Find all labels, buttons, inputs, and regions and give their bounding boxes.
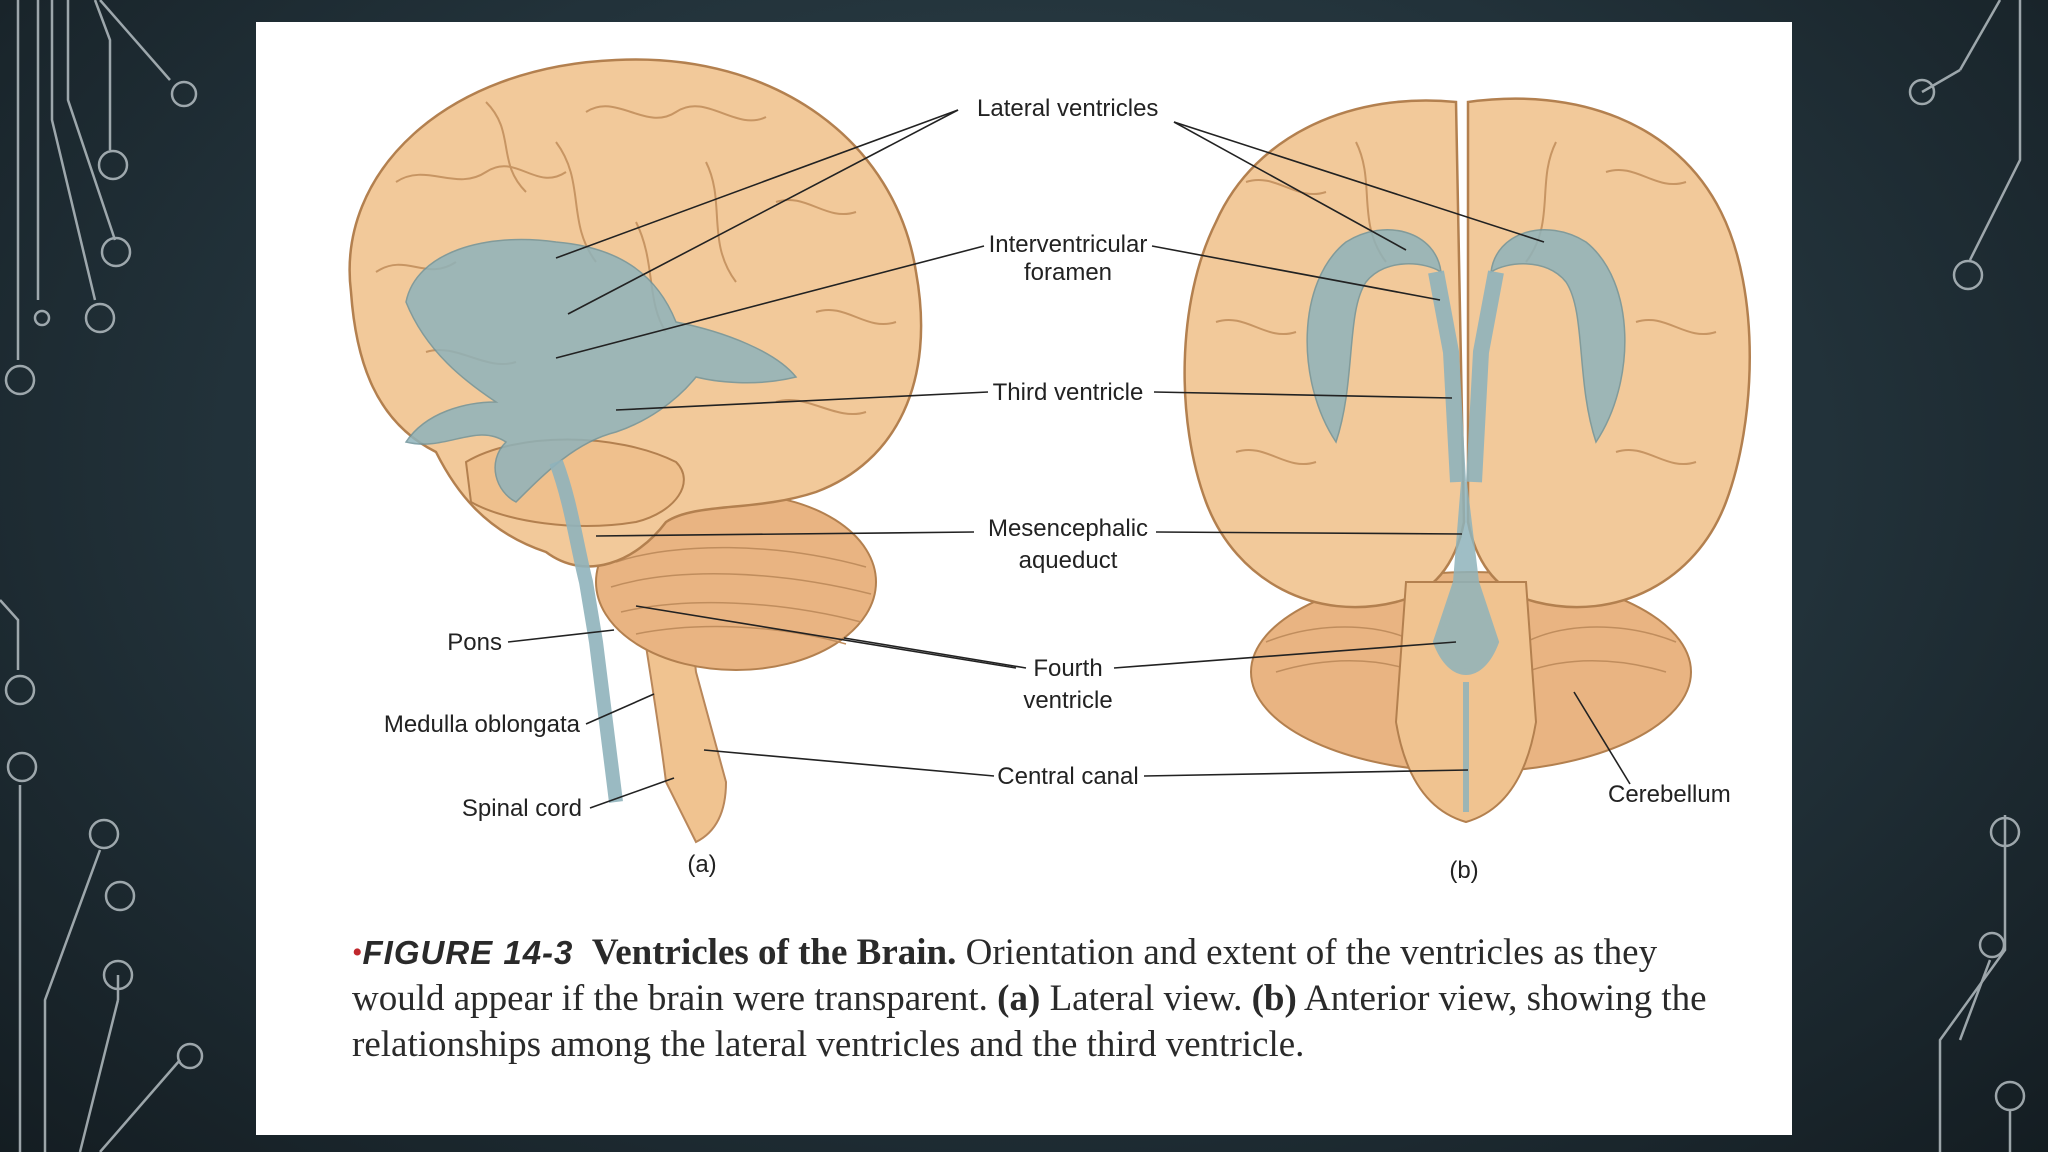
label-spinal-cord: Spinal cord bbox=[462, 795, 582, 822]
sublabel-a: (a) bbox=[687, 851, 716, 878]
label-cerebellum: Cerebellum bbox=[1608, 781, 1731, 808]
label-mesencephalic-aqueduct-line2: aqueduct bbox=[1019, 547, 1118, 574]
label-central-canal: Central canal bbox=[997, 763, 1138, 790]
caption-text-1: Orientation and extent of the ventricles… bbox=[352, 932, 1658, 1019]
label-mesencephalic-aqueduct-line1: Mesencephalic bbox=[988, 515, 1148, 542]
lateral-brain-illustration bbox=[348, 58, 923, 844]
brain-ventricles-diagram: Lateral ventricles Interventricular fora… bbox=[348, 58, 1751, 884]
label-third-ventricle: Third ventricle bbox=[993, 379, 1144, 406]
label-interventricular-foramen-line1: Interventricular bbox=[989, 231, 1148, 258]
label-medulla-oblongata: Medulla oblongata bbox=[384, 711, 581, 738]
label-interventricular-foramen-line2: foramen bbox=[1024, 259, 1112, 286]
figure-number: FIGURE 14-3 bbox=[362, 934, 574, 971]
label-fourth-ventricle-line1: Fourth bbox=[1033, 655, 1102, 682]
caption-bullet: • bbox=[352, 936, 363, 969]
sublabel-b: (b) bbox=[1449, 857, 1478, 884]
label-pons: Pons bbox=[447, 629, 502, 656]
caption-text-2: Lateral view. bbox=[1040, 978, 1252, 1019]
caption-text-3: Anterior view, showing the relationships… bbox=[352, 978, 1707, 1065]
label-fourth-ventricle-line2: ventricle bbox=[1023, 687, 1112, 714]
caption-part-b: (b) bbox=[1251, 978, 1297, 1019]
figure-panel: Lateral ventricles Interventricular fora… bbox=[256, 22, 1792, 1135]
caption-part-a: (a) bbox=[997, 978, 1041, 1019]
figure-title: Ventricles of the Brain. bbox=[591, 932, 957, 973]
leader-lines bbox=[507, 109, 1631, 809]
anterior-brain-illustration bbox=[1183, 97, 1751, 824]
label-lateral-ventricles: Lateral ventricles bbox=[977, 95, 1158, 122]
figure-caption: •FIGURE 14-3 Ventricles of the Brain. Or… bbox=[352, 930, 1732, 1068]
